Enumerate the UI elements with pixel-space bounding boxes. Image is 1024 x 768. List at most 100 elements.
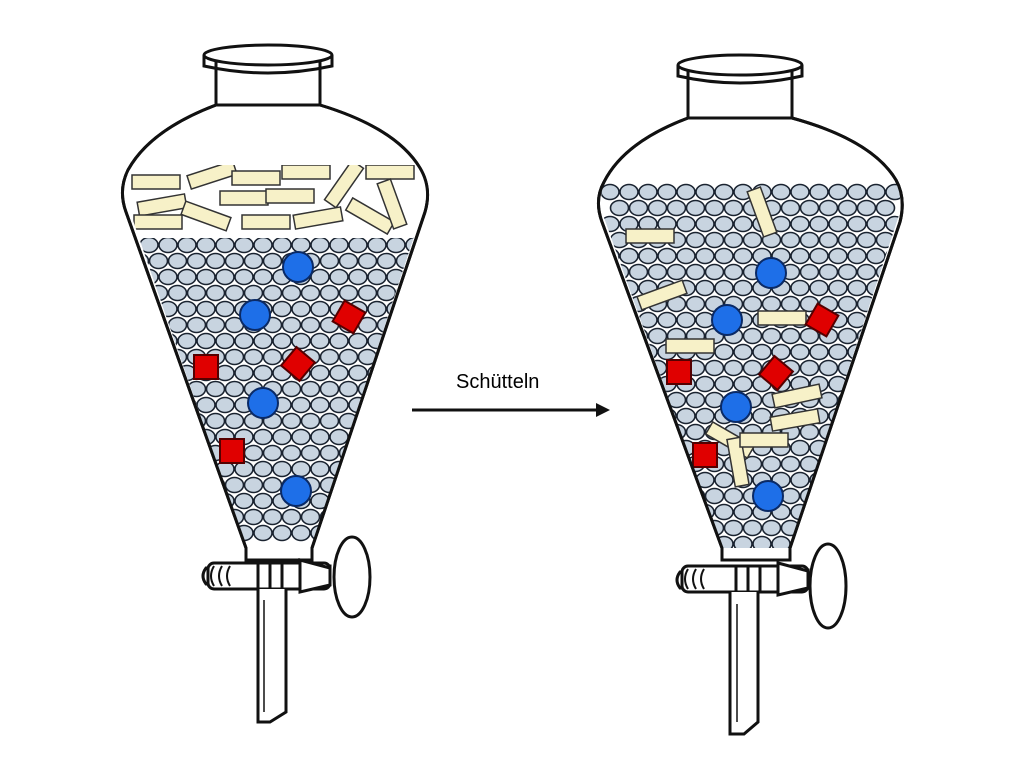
- nonpolar-molecule: [219, 190, 269, 206]
- solvent-molecule: [799, 327, 820, 345]
- solvent-molecule: [790, 439, 810, 457]
- solvent-molecule: [647, 519, 668, 537]
- solvent-molecule: [395, 316, 416, 334]
- solvent-molecule: [733, 343, 753, 361]
- solvent-molecule: [125, 300, 140, 318]
- red-particle: [692, 442, 718, 468]
- solvent-molecule: [752, 535, 772, 548]
- solvent-molecule: [395, 508, 416, 526]
- separatory-funnel-after: [597, 53, 904, 736]
- solvent-molecule: [291, 460, 311, 478]
- solvent-molecule: [139, 492, 159, 510]
- solvent-molecule: [300, 316, 321, 334]
- solvent-molecule: [856, 455, 877, 473]
- solvent-molecule: [205, 508, 226, 526]
- solvent-molecule: [129, 476, 150, 494]
- solvent-molecule: [167, 284, 188, 302]
- solvent-molecule: [310, 236, 330, 254]
- solvent-molecule: [310, 428, 330, 446]
- solvent-molecule: [657, 471, 677, 489]
- solvent-molecule: [253, 268, 273, 286]
- shaking-arrow: Schütteln: [412, 371, 610, 417]
- solvent-molecule: [253, 332, 273, 350]
- solvent-molecule: [885, 439, 901, 457]
- solvent-molecule: [300, 380, 321, 398]
- solvent-molecule: [676, 503, 696, 521]
- solvent-molecule: [167, 476, 188, 494]
- solvent-molecule: [695, 375, 715, 393]
- solvent-molecule: [885, 503, 901, 521]
- nonpolar-molecule: [281, 165, 331, 180]
- solvent-molecule: [158, 236, 178, 254]
- solvent-molecule: [657, 439, 677, 457]
- solvent-molecule: [619, 471, 639, 489]
- nonpolar-molecule: [323, 165, 365, 209]
- solvent-molecule: [818, 231, 839, 249]
- solvent-molecule: [666, 263, 687, 281]
- solvent-molecule: [148, 444, 169, 462]
- solvent-molecule: [619, 343, 639, 361]
- solvent-molecule: [139, 460, 159, 478]
- solvent-molecule: [186, 444, 207, 462]
- solvent-molecule: [666, 519, 687, 537]
- solvent-molecule: [704, 231, 725, 249]
- solvent-molecule: [129, 412, 150, 430]
- solvent-molecule: [348, 332, 368, 350]
- solvent-molecule: [148, 412, 169, 430]
- solvent-molecule: [818, 263, 839, 281]
- solvent-molecule: [376, 380, 397, 398]
- solvent-molecule: [704, 359, 725, 377]
- solvent-molecule: [885, 407, 901, 425]
- solvent-molecule: [733, 375, 753, 393]
- nonpolar-molecule: [365, 165, 415, 180]
- solvent-molecule: [828, 439, 848, 457]
- solvent-molecule: [338, 284, 359, 302]
- arrow-label: Schütteln: [456, 371, 539, 393]
- nonpolar-molecule: [771, 383, 823, 409]
- solvent-molecule: [376, 508, 397, 526]
- solvent-molecule: [619, 503, 639, 521]
- solvent-molecule: [742, 295, 763, 313]
- solvent-molecule: [638, 183, 658, 201]
- solvent-molecule: [752, 407, 772, 425]
- solvent-molecule: [733, 215, 753, 233]
- solvent-molecule: [158, 268, 178, 286]
- solvent-molecule: [761, 327, 782, 345]
- solvent-molecule: [243, 284, 264, 302]
- solvent-molecule: [723, 487, 744, 505]
- solvent-molecule: [885, 279, 901, 297]
- solvent-molecule: [771, 183, 791, 201]
- solvent-molecule: [158, 396, 178, 414]
- solvent-molecule: [253, 364, 273, 382]
- solvent-molecule: [272, 460, 292, 478]
- solvent-molecule: [875, 327, 896, 345]
- solvent-molecule: [828, 343, 848, 361]
- solvent-molecule: [647, 199, 668, 217]
- solvent-molecule: [847, 375, 867, 393]
- solvent-molecule: [847, 279, 867, 297]
- solvent-molecule: [405, 268, 425, 286]
- solvent-molecule: [685, 391, 706, 409]
- solvent-molecule: [234, 236, 254, 254]
- solvent-molecule: [837, 327, 858, 345]
- solvent-molecule: [177, 492, 197, 510]
- solvent-molecule: [319, 348, 340, 366]
- solvent-molecule: [367, 268, 387, 286]
- solvent-molecule: [733, 279, 753, 297]
- red-particle: [804, 302, 840, 338]
- solvent-molecule: [125, 460, 140, 478]
- solvent-molecule: [329, 332, 349, 350]
- nonpolar-molecule: [344, 196, 396, 236]
- funnel-stem: [728, 592, 760, 736]
- solvent-molecule: [262, 348, 283, 366]
- solvent-molecule: [647, 391, 668, 409]
- solvent-molecule: [601, 439, 620, 457]
- solvent-molecule: [281, 444, 302, 462]
- blue-particle: [239, 299, 271, 331]
- solvent-molecule: [386, 364, 406, 382]
- solvent-molecule: [752, 343, 772, 361]
- solvent-molecule: [291, 300, 311, 318]
- solvent-molecule: [647, 327, 668, 345]
- solvent-molecule: [866, 439, 886, 457]
- solvent-molecule: [386, 332, 406, 350]
